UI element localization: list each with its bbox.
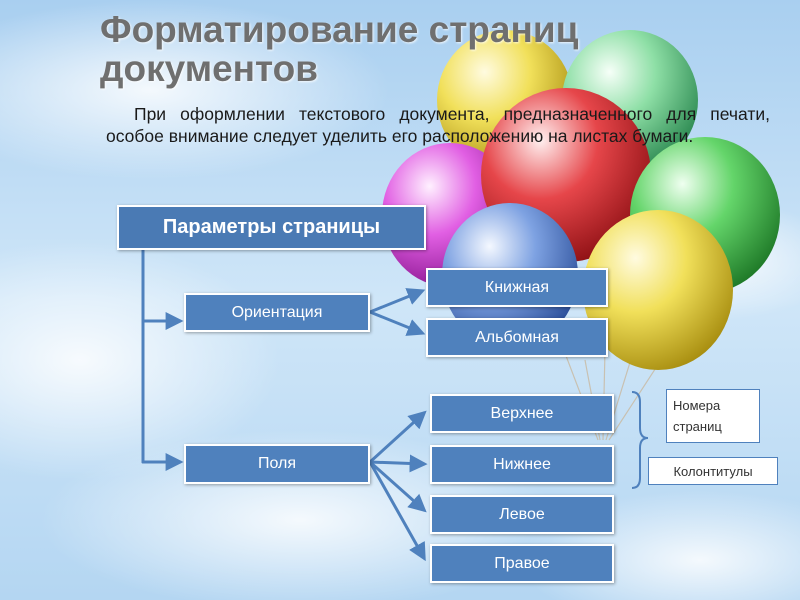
orientation-box: Ориентация xyxy=(184,293,370,332)
intro-paragraph: При оформлении текстового документа, пре… xyxy=(106,104,770,146)
portrait-option-box: Книжная xyxy=(426,268,608,307)
right-margin-box: Правое xyxy=(430,544,614,583)
margins-box: Поля xyxy=(184,444,370,484)
left-margin-box: Левое xyxy=(430,495,614,534)
bottom-margin-box: Нижнее xyxy=(430,445,614,484)
page-setup-root-box: Параметры страницы xyxy=(117,205,426,250)
landscape-option-box: Альбомная xyxy=(426,318,608,357)
top-margin-box: Верхнее xyxy=(430,394,614,433)
slide-title: Форматирование страниц документов xyxy=(100,9,579,89)
page-numbers-note: Номера страниц xyxy=(666,389,760,443)
headers-footers-note: Колонтитулы xyxy=(648,457,778,485)
